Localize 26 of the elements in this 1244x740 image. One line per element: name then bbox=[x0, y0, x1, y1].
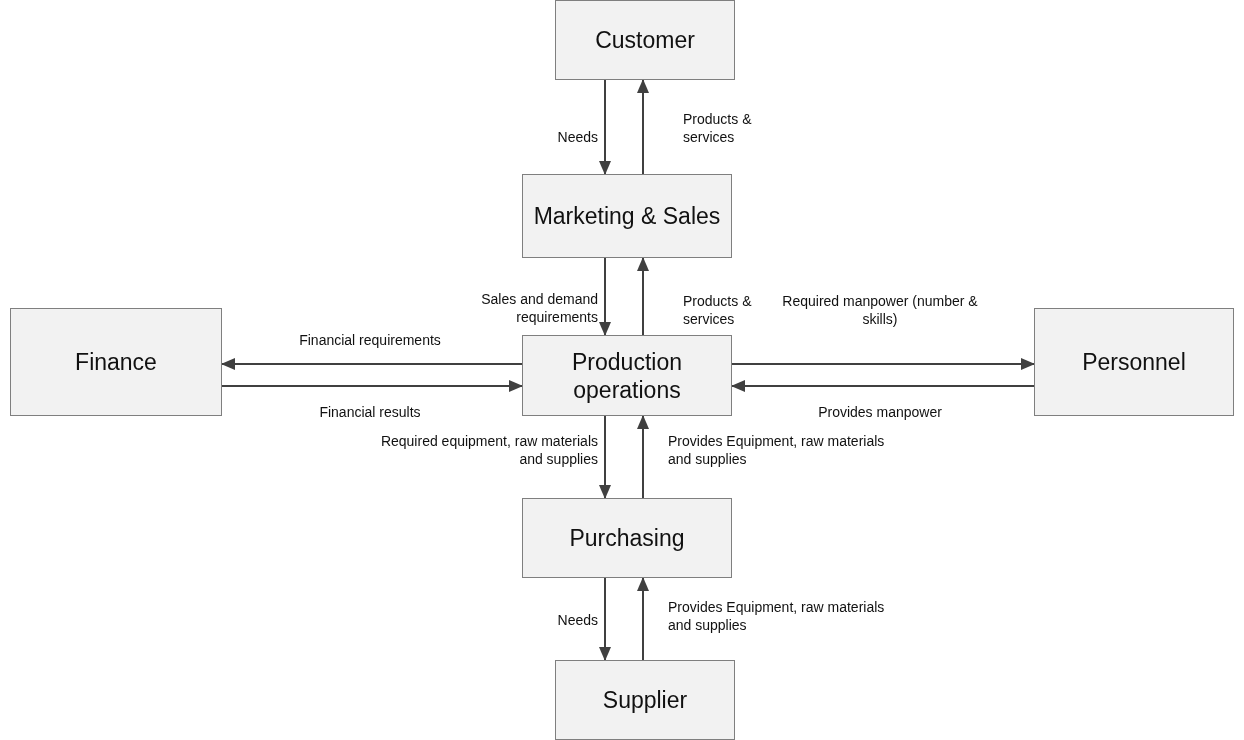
arrow bbox=[637, 79, 649, 175]
node-label: Personnel bbox=[1082, 348, 1186, 376]
process-box bbox=[10, 308, 222, 416]
node-label: Marketing & Sales bbox=[533, 202, 721, 230]
arrow bbox=[637, 257, 649, 336]
node-label: Supplier bbox=[602, 686, 688, 714]
process-box bbox=[522, 335, 732, 416]
arrow bbox=[599, 415, 611, 499]
node-label: Production operations bbox=[571, 347, 683, 404]
arrow bbox=[221, 380, 523, 392]
arrow bbox=[599, 577, 611, 661]
node-label: Finance bbox=[75, 348, 157, 376]
arrow bbox=[637, 577, 649, 661]
arrow bbox=[221, 358, 523, 370]
node-label: Purchasing bbox=[569, 524, 685, 552]
arrow bbox=[599, 79, 611, 175]
process-box bbox=[522, 498, 732, 578]
arrow bbox=[731, 380, 1035, 392]
arrow bbox=[637, 415, 649, 499]
process-box bbox=[555, 0, 735, 80]
process-box bbox=[522, 174, 732, 258]
process-box bbox=[1034, 308, 1234, 416]
arrow bbox=[599, 257, 611, 336]
process-box bbox=[555, 660, 735, 740]
arrow bbox=[731, 358, 1035, 370]
node-label: Customer bbox=[595, 26, 695, 54]
